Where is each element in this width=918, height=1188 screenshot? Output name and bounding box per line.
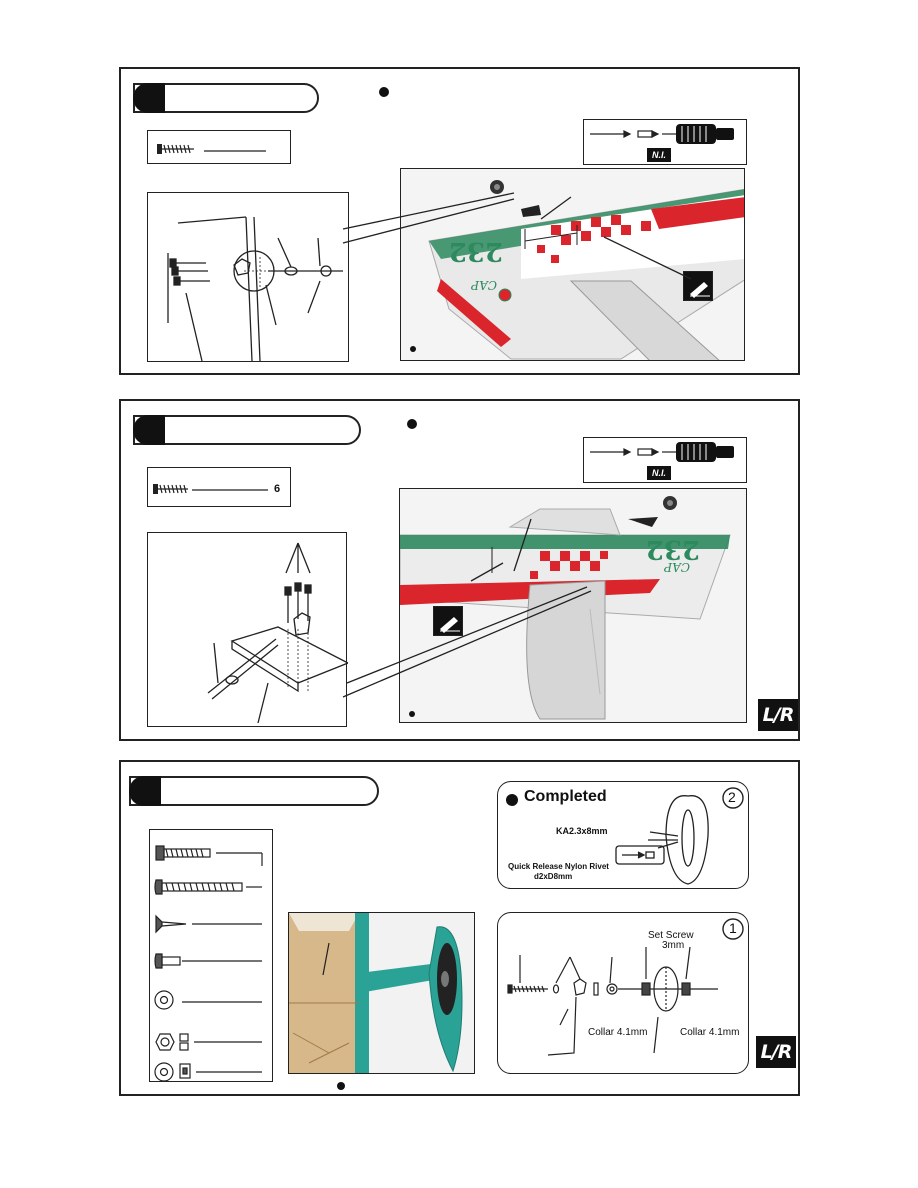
- collar-label-left: Collar 4.1mm: [588, 1027, 648, 1038]
- axle-assembly-diagram: [507, 918, 744, 1056]
- glue-icon: [690, 282, 710, 298]
- landing-gear-photo: [288, 912, 475, 1074]
- step-header-pill-3: [129, 776, 379, 806]
- hardware-screw-box: [147, 130, 291, 164]
- step-panel-1: N.I.: [119, 67, 800, 375]
- detail-diagram-box: [147, 192, 349, 362]
- step-panel-2: 6 N.I.: [119, 399, 800, 741]
- screw-quantity: 6: [274, 483, 281, 495]
- instruction-bullet: [407, 419, 417, 429]
- screwdriver-icon: [590, 124, 734, 144]
- step-number-dot: [133, 83, 165, 113]
- wheel-pant-diagram: [615, 787, 744, 885]
- hardware-screw-box: 6: [147, 467, 291, 507]
- svg-text:CAP: CAP: [663, 560, 690, 574]
- hardware-list: [154, 845, 263, 1082]
- step-header-pill-2: [133, 415, 361, 445]
- hardware-list-box: [149, 829, 273, 1082]
- collar-label-right: Collar 4.1mm: [680, 1027, 740, 1038]
- step-header-pill-1: [133, 83, 319, 113]
- svg-text:232: 232: [646, 534, 700, 564]
- set-screw-label-line2: 3mm: [662, 940, 685, 951]
- detail-step-number: 1: [729, 920, 737, 936]
- screw-size-label: KA2.3x8mm: [556, 826, 608, 836]
- completed-step-number: 2: [728, 789, 736, 805]
- glue-icon: [440, 617, 460, 633]
- step-number-dot: [129, 776, 161, 806]
- axle-detail-callout: 1 Set Screw 3mm Collar 4.1mm Collar 4.1m…: [497, 912, 749, 1074]
- left-right-badge: L/R: [758, 699, 798, 731]
- tool-box: N.I.: [583, 119, 747, 165]
- instruction-bullet: [379, 87, 389, 97]
- stabilizer-photo: 232 CAP: [400, 168, 745, 361]
- step-circle-1: [722, 918, 744, 940]
- caption-bullet: [337, 1082, 345, 1090]
- completed-callout: Completed 2 KA2.3x8mm Quick Release Nylo…: [497, 781, 749, 889]
- glue-callout-box: [433, 606, 463, 636]
- screw-icon: [157, 144, 266, 154]
- screw-icon: [153, 484, 268, 494]
- step-number-dot: [133, 415, 165, 445]
- control-horn-diagram: [207, 542, 348, 724]
- screwdriver-icon: [590, 442, 734, 462]
- set-screw-label-line1: Set Screw: [648, 930, 694, 941]
- completed-bullet: [506, 794, 518, 806]
- rivet-label-line1: Quick Release Nylon Rivet: [508, 862, 609, 871]
- left-right-badge: L/R: [756, 1036, 796, 1068]
- not-included-badge: N.I.: [647, 148, 672, 162]
- control-horn-diagram: [167, 216, 343, 362]
- landing-gear-image: [289, 913, 474, 1073]
- svg-text:CAP: CAP: [470, 278, 497, 292]
- glue-callout-box: [683, 271, 713, 301]
- rivet-label-line2: d2xD8mm: [534, 872, 573, 881]
- tool-box: N.I.: [583, 437, 747, 483]
- completed-title: Completed: [524, 788, 607, 805]
- step-circle-2: [722, 787, 744, 809]
- step-panel-3: Completed 2 KA2.3x8mm Quick Release Nylo…: [119, 760, 800, 1096]
- svg-text:232: 232: [449, 236, 503, 266]
- not-included-badge: N.I.: [647, 466, 672, 480]
- detail-diagram-box: [147, 532, 348, 727]
- horizontal-stabilizer-image: 232 CAP: [401, 169, 744, 360]
